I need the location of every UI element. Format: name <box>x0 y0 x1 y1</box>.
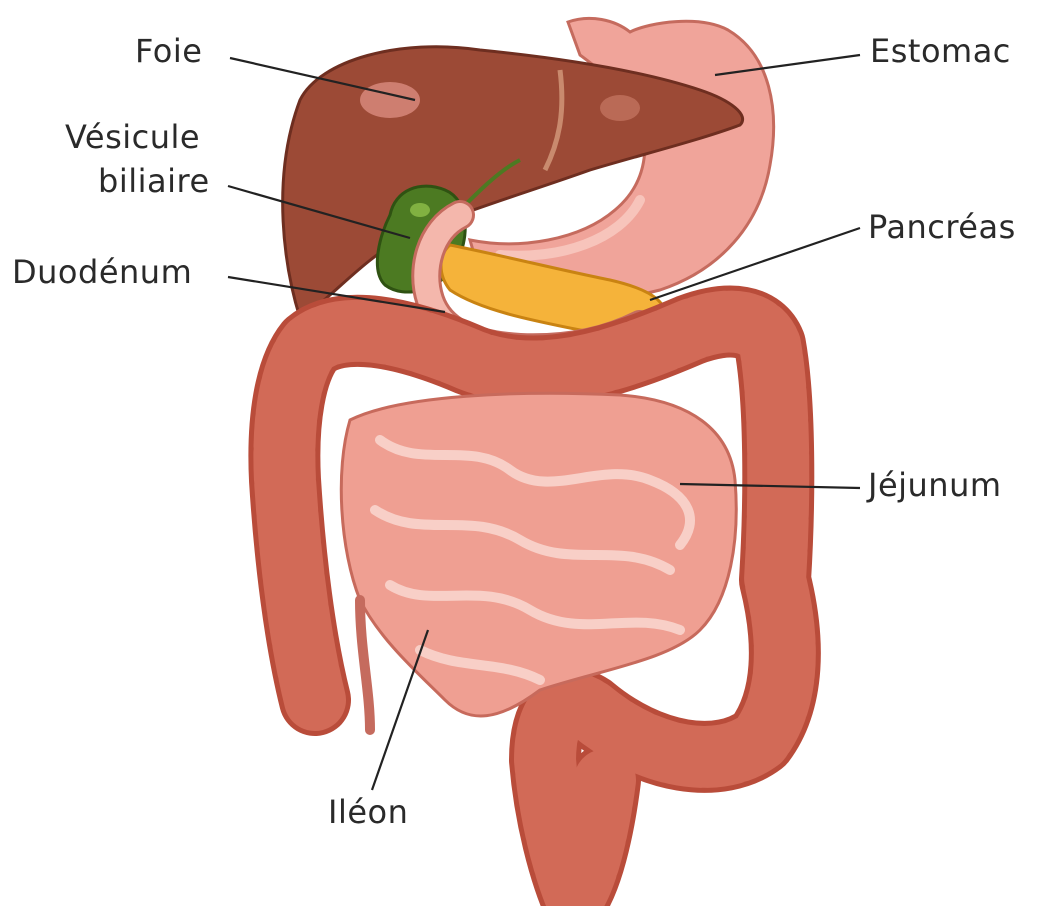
label-foie: Foie <box>135 34 202 70</box>
label-estomac: Estomac <box>870 34 1011 70</box>
label-ileon: Iléon <box>328 795 408 831</box>
label-vesicule-line2: biliaire <box>98 164 210 200</box>
label-jejunum: Jéjunum <box>868 468 1002 504</box>
small-intestine-shape <box>341 393 736 730</box>
label-duodenum: Duodénum <box>12 255 192 291</box>
label-pancreas: Pancréas <box>868 210 1016 246</box>
label-vesicule-line1: Vésicule <box>65 120 200 156</box>
